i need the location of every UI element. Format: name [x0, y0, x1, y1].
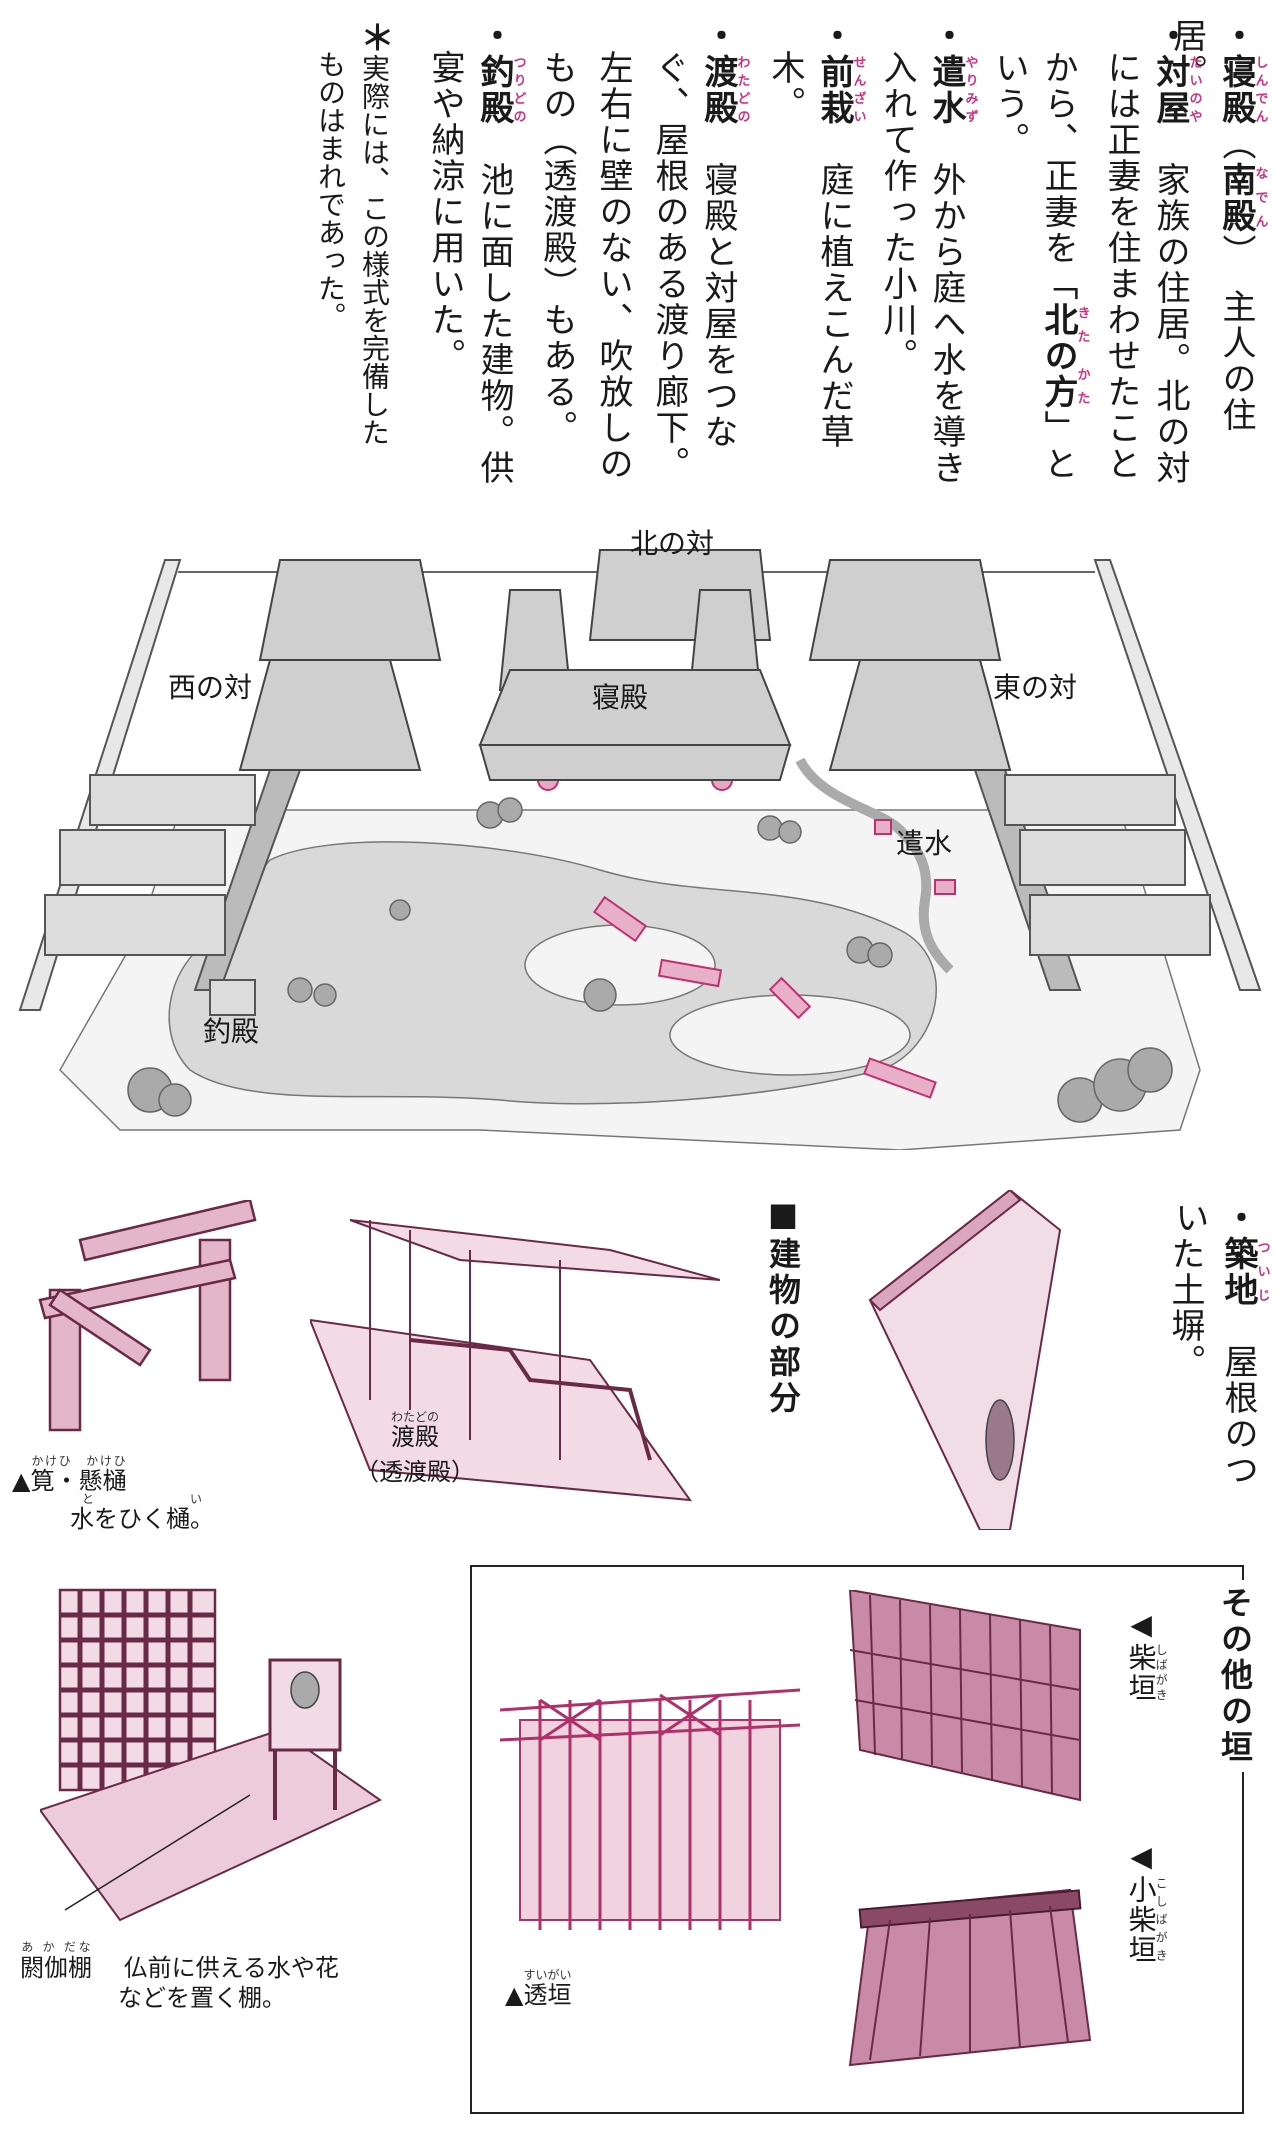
footnote-line2: ものはまれであった。: [314, 50, 347, 330]
text-column-9: 木。: [765, 50, 805, 122]
text-column-12: 左右に壁のない、吹放しの: [593, 50, 633, 482]
term-watadono-illustration: 渡殿: [390, 1423, 439, 1451]
tsuiji-text-line2: た土塀。: [1165, 1236, 1205, 1380]
text-column-8: ・前栽せんざい 庭に植えこんだ草: [814, 18, 866, 450]
text-column-15: 宴や納涼に用いた。: [425, 50, 465, 374]
suigai-illustration: [500, 1688, 801, 1930]
tsuiji-illustration: [868, 1190, 1062, 1530]
text-column-7: 入れて作った小川。: [877, 50, 917, 374]
kakehi-caption: ▲筧・懸樋かけひ かけひ: [12, 1454, 127, 1495]
tsuiji-text: ・築地ついじ 屋根のつい: [1168, 1200, 1270, 1488]
koshibagaki-illustration: [848, 1888, 1092, 2067]
term-koshibagaki: 小柴垣: [1124, 1875, 1158, 1965]
label-higashinotai: 東の対: [993, 671, 1078, 704]
term-kitanokata: 北の方: [1038, 302, 1078, 410]
text-column-14: ・釣殿つりどの 池に面した建物。供: [474, 18, 526, 486]
footnote: ＊実際には、この様式を完備した: [354, 20, 394, 446]
suigai-caption: ▲透垣すいがい: [505, 1968, 572, 2009]
akadana-caption: 閼伽棚あ か だな 仏前に供える水や花: [20, 1940, 339, 1982]
term-senzai: 前栽: [814, 54, 854, 126]
text-column-13: もの（透渡殿）もある。: [537, 50, 577, 446]
watadono-illustration: [310, 1219, 720, 1502]
akadana-illustration: [40, 1588, 382, 1922]
term-watadono: 渡殿: [698, 54, 738, 126]
text-column-6: ・遣水やりみず 外から庭へ水を導き: [926, 18, 978, 486]
term-kakehi: 筧・懸樋: [30, 1467, 127, 1495]
kakehi-illustration: [38, 1200, 257, 1432]
term-suigai: 透垣: [523, 1981, 572, 2009]
term-shinden: 寝殿: [1216, 54, 1256, 126]
label-tsuridono: 釣殿: [203, 1015, 260, 1048]
text-column-5: いう。: [989, 50, 1029, 158]
text-column-10: ・渡殿わたどの 寝殿と対屋をつな: [698, 18, 750, 450]
shibagaki-illustration: [848, 1590, 1081, 1802]
text-column-1: ・寝殿しんでん（南殿なでん） 主人の住居。: [1166, 18, 1268, 433]
shibagaki-caption: ◀柴垣しばがき: [1124, 1608, 1169, 1703]
watadono-caption: 渡殿わたどの （透渡殿）: [355, 1410, 475, 1486]
label-yarimizu: 遣水: [896, 827, 953, 860]
text-column-3: には正妻を住まわせたこと: [1101, 50, 1141, 482]
term-shibagaki: 柴垣: [1124, 1643, 1158, 1703]
kakehi-description: 水をひく樋。とい: [70, 1492, 214, 1533]
shinden-zukuri-diagram: [18, 549, 1262, 1150]
section-title-building-parts: ■建物の部分: [764, 1195, 802, 1417]
text-column-4: から、正妻を「北の方きた かた」と: [1038, 50, 1090, 482]
fences-title: その他の垣: [1208, 1580, 1262, 1772]
label-kitanotai: 北の対: [630, 527, 715, 560]
term-tainoya: 対屋: [1150, 54, 1190, 126]
term-akadana: 閼伽棚: [20, 1954, 92, 1982]
term-nanden: 南殿: [1216, 162, 1256, 234]
koshibagaki-caption: ◀小柴垣こしばがき: [1124, 1840, 1169, 1965]
text-column-11: ぐ、屋根のある渡り廊下。: [649, 50, 689, 482]
akadana-description-line2: などを置く棚。: [118, 1984, 286, 2012]
text-column-2: ・対屋たいのや 家族の住居。北の対: [1150, 18, 1202, 486]
term-tsuridono: 釣殿: [474, 54, 514, 126]
bullet: ・: [1216, 18, 1256, 54]
term-tsuiji: 築地: [1218, 1236, 1258, 1308]
label-shinden: 寝殿: [592, 681, 649, 714]
term-yarimizu: 遣水: [926, 54, 966, 126]
label-nishinotai: 西の対: [168, 671, 253, 704]
